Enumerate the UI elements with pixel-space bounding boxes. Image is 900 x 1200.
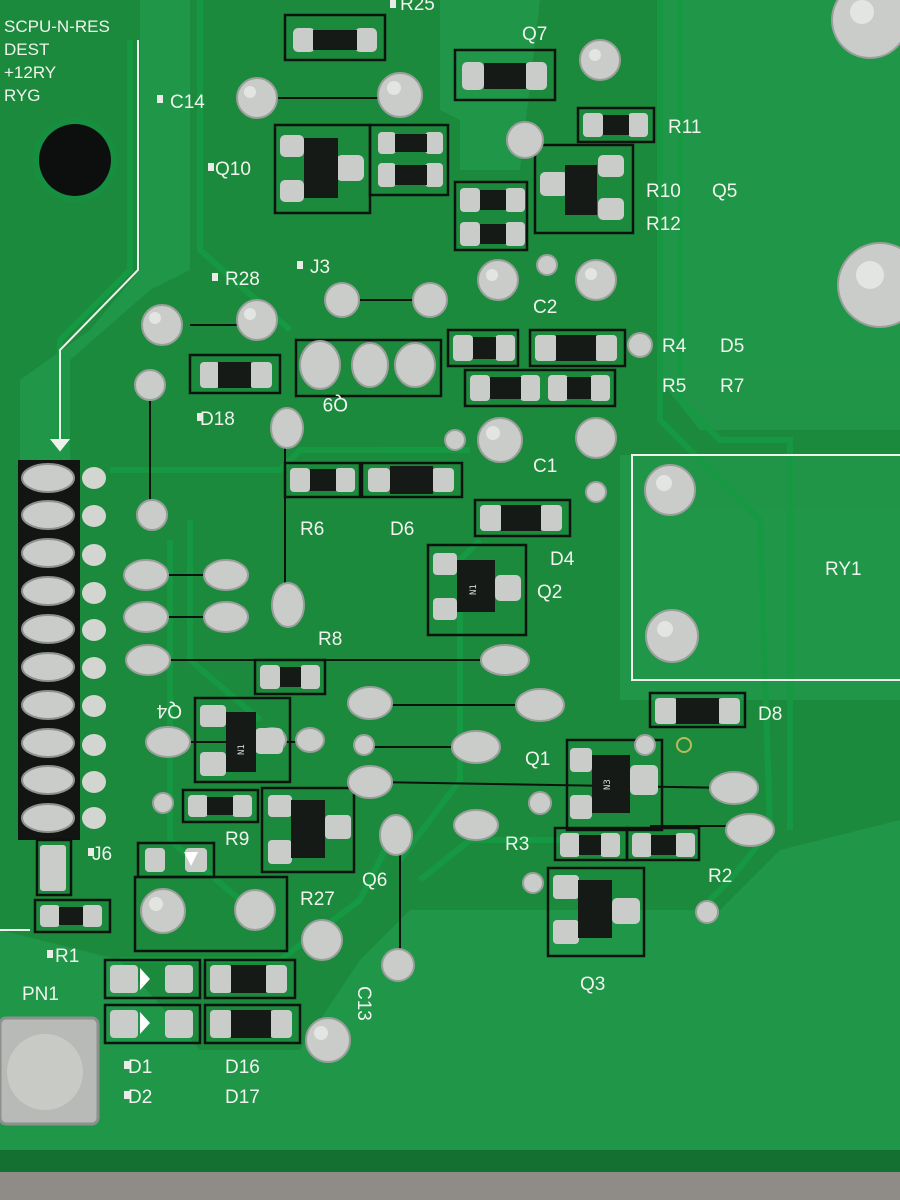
- silk-lines: [0, 40, 900, 931]
- label-q7: Q7: [522, 24, 547, 45]
- label-c2: C2: [533, 297, 557, 318]
- label-r27: R27: [300, 889, 335, 910]
- label-r5: R5: [662, 376, 686, 397]
- smd-parts: [40, 28, 740, 1038]
- board-edge-shadow: [0, 1150, 900, 1172]
- label-r4: R4: [662, 336, 687, 357]
- solder-highlights: [149, 0, 884, 1040]
- label-q10: Q10: [215, 159, 251, 180]
- ic-q7-marking: N1: [237, 744, 247, 755]
- pn1-pad: [0, 1016, 100, 1126]
- label-pn1: PN1: [22, 984, 59, 1005]
- label-r2: R2: [708, 866, 732, 887]
- chip-markings: N3 N1 N1: [237, 584, 613, 790]
- via-ring: [676, 737, 692, 753]
- label-j6: J6: [92, 844, 112, 865]
- header-line-3: +12RY: [4, 63, 56, 82]
- label-q9: Q9: [323, 393, 348, 414]
- label-d4: D4: [550, 549, 575, 570]
- label-q1: Q1: [525, 749, 550, 770]
- silkscreen-header: SCPU-N-RES DEST +12RY RYG: [4, 17, 110, 105]
- label-q4: Q4: [156, 700, 182, 721]
- ic-q8-marking: N3: [603, 779, 613, 790]
- label-q2: Q2: [537, 582, 562, 603]
- mounting-hole: [33, 118, 117, 202]
- label-r6: R6: [300, 519, 324, 540]
- label-r11: R11: [668, 117, 701, 138]
- label-d16: D16: [225, 1057, 260, 1078]
- label-r10: R10: [646, 181, 681, 202]
- label-r9: R9: [225, 829, 249, 850]
- label-c14: C14: [170, 92, 205, 113]
- label-ry1: RY1: [825, 559, 862, 580]
- label-j3: J3: [310, 257, 330, 278]
- label-r28: R28: [225, 269, 260, 290]
- label-d1: D1: [128, 1057, 152, 1078]
- label-d8: D8: [758, 704, 782, 725]
- label-c13: C13: [353, 986, 374, 1021]
- label-d2: D2: [128, 1087, 152, 1108]
- silkscreen-labels: R25 C14 Q10 Q7 R11 R10 Q5 R12 R28 J3 C2 …: [22, 0, 862, 1108]
- label-r8: R8: [318, 629, 342, 650]
- label-c1: C1: [533, 456, 557, 477]
- label-q3: Q3: [580, 974, 605, 995]
- label-q5: Q5: [712, 181, 737, 202]
- label-r7: R7: [720, 376, 744, 397]
- label-r25: R25: [400, 0, 435, 15]
- header-line-1: SCPU-N-RES: [4, 17, 110, 36]
- silk-marks: [47, 0, 396, 1099]
- label-q6: Q6: [362, 870, 387, 891]
- label-d17: D17: [225, 1087, 260, 1108]
- label-d18: D18: [200, 409, 235, 430]
- ic-q6-marking: N1: [469, 584, 479, 595]
- label-r1: R1: [55, 946, 79, 967]
- solder-joints: [123, 0, 900, 1063]
- header-line-2: DEST: [4, 40, 49, 59]
- label-r3: R3: [505, 834, 529, 855]
- pin-header: [18, 460, 106, 840]
- label-r12: R12: [646, 214, 681, 235]
- label-d6: D6: [390, 519, 414, 540]
- label-d5: D5: [720, 336, 744, 357]
- header-line-4: RYG: [4, 86, 41, 105]
